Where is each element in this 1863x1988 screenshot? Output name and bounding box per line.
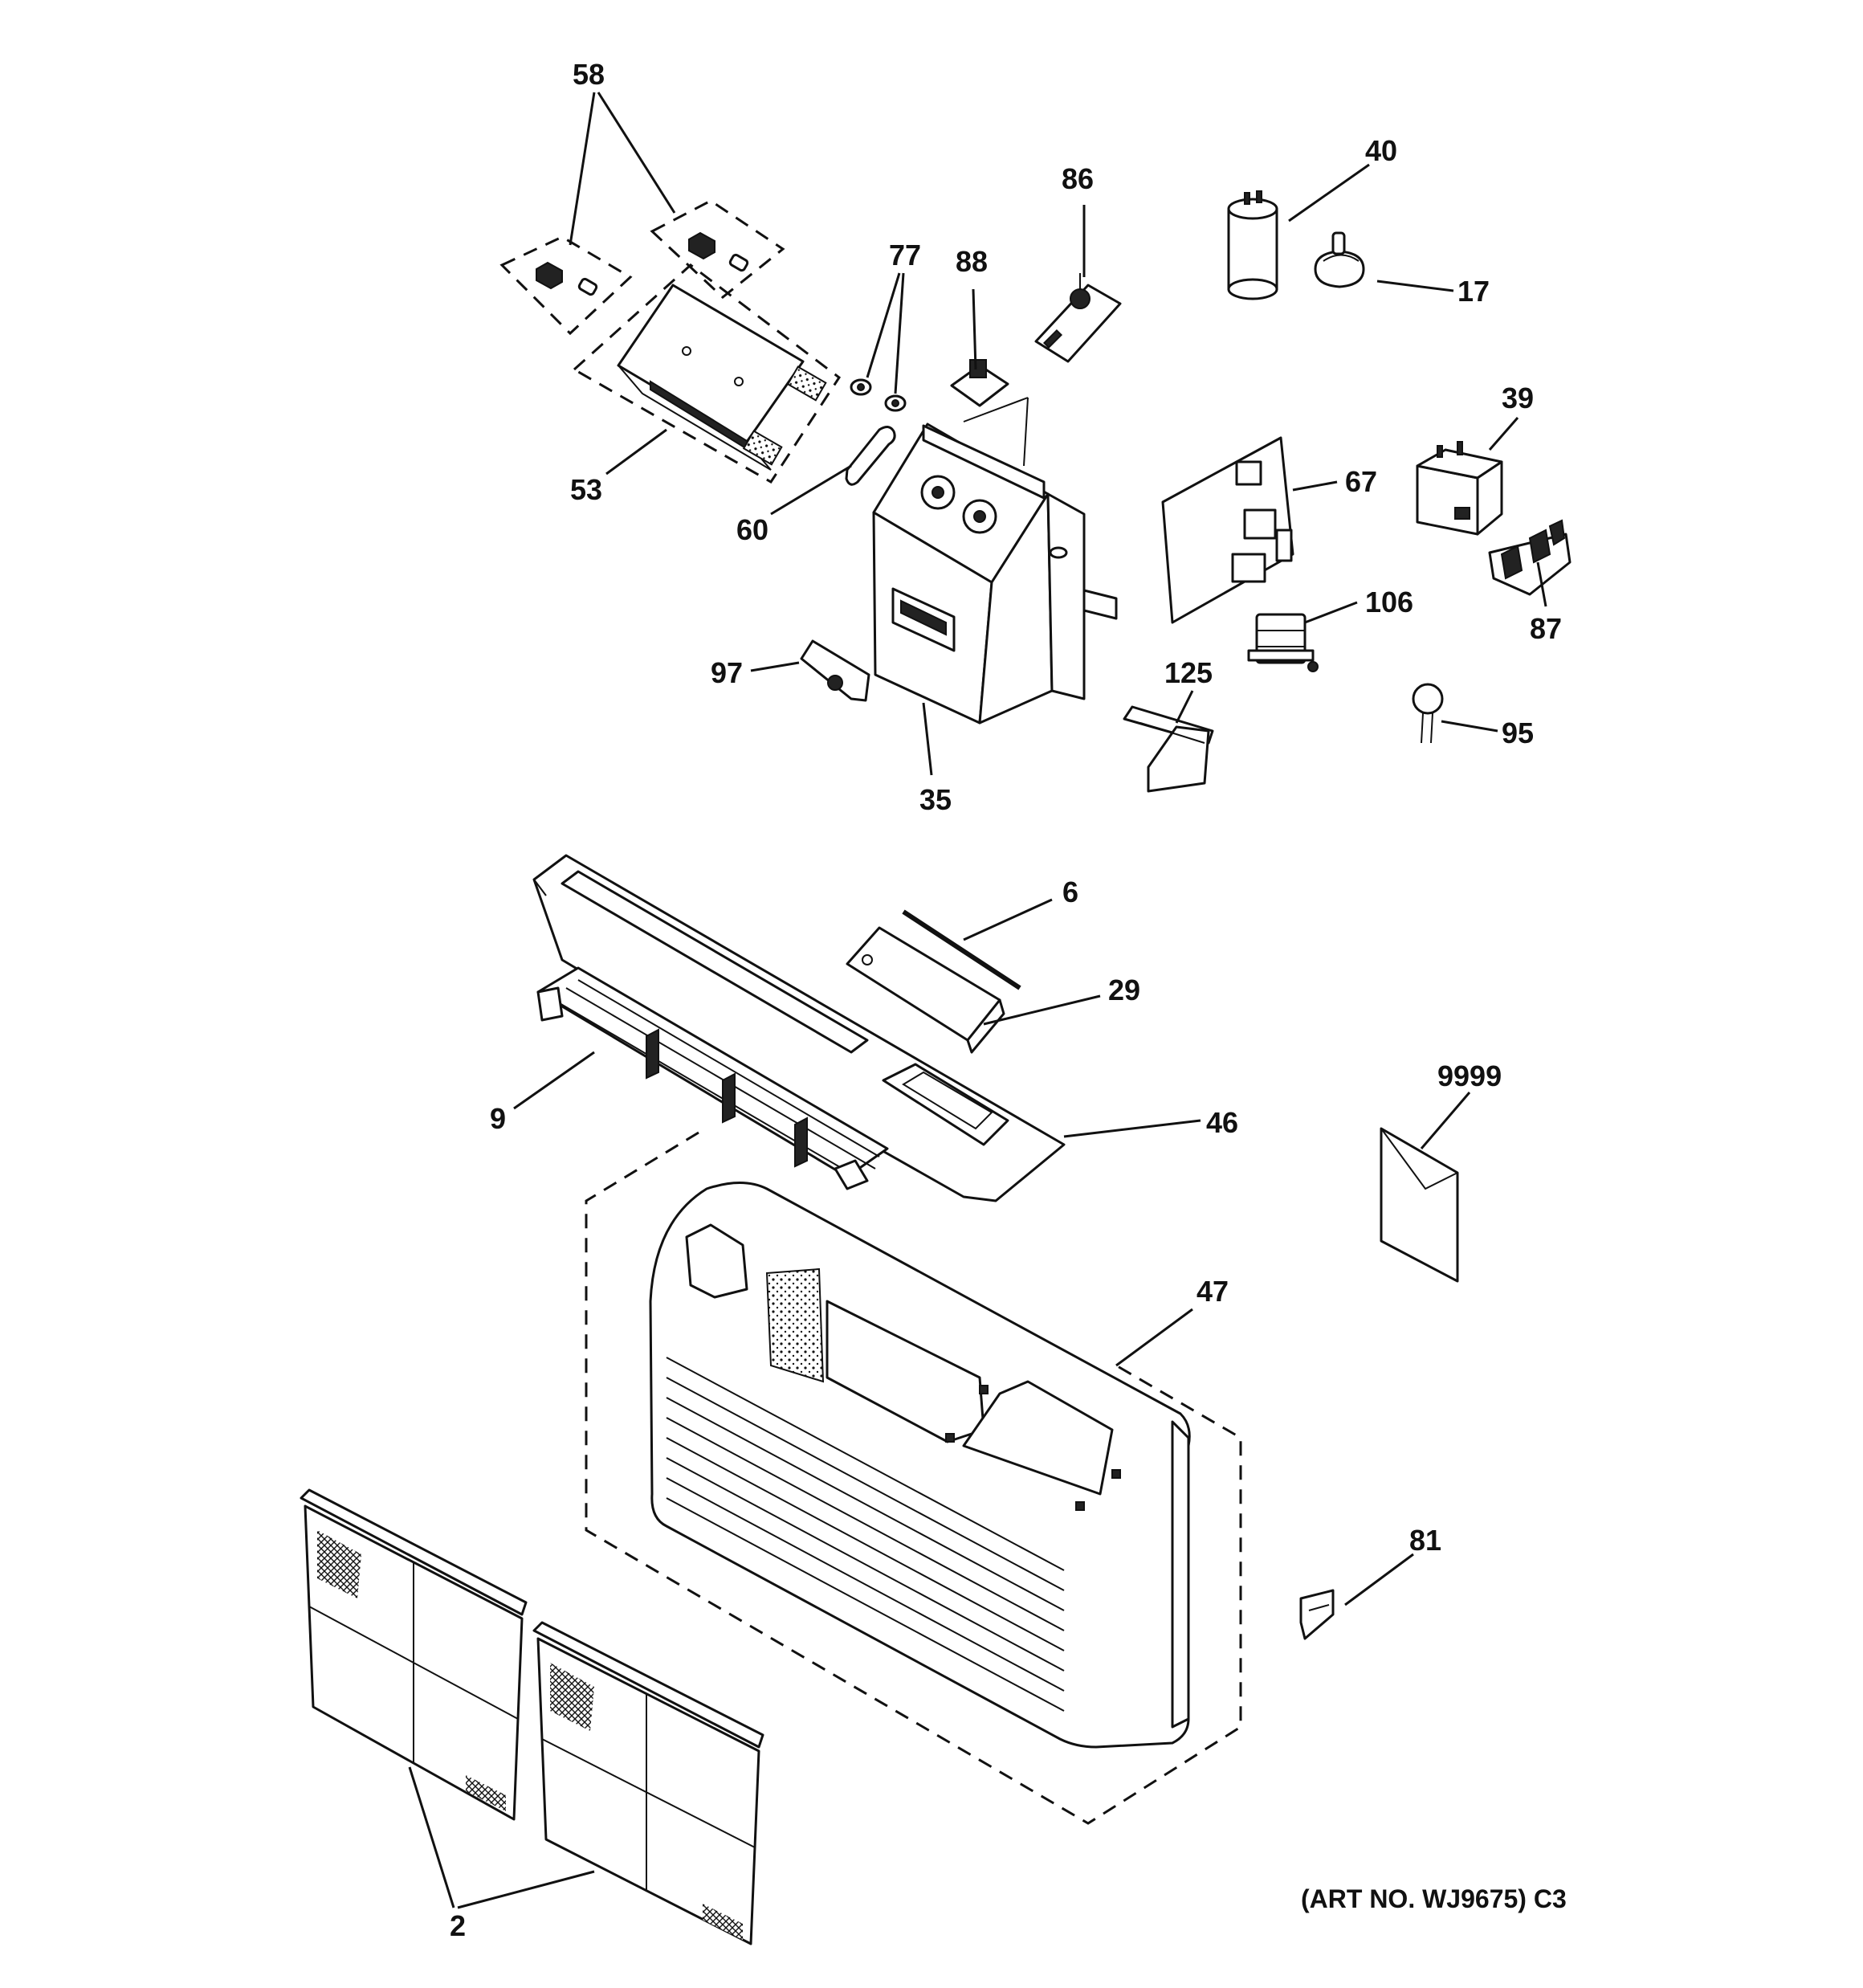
callout-47: 47	[1196, 1275, 1229, 1308]
leader-lines	[408, 92, 1547, 1909]
part-125-bracket	[1123, 705, 1214, 793]
part-39-relay	[1416, 441, 1503, 536]
part-35-control-box	[872, 397, 1118, 725]
callout-87: 87	[1530, 612, 1562, 645]
part-6-rod	[902, 909, 1021, 990]
callout-95: 95	[1502, 716, 1534, 749]
part-81-clip	[1299, 1589, 1335, 1640]
callout-77: 77	[889, 239, 921, 271]
callout-labels: 58 53 77 88 86 40 17 39 67 87 60 106 97 …	[450, 58, 1562, 1942]
part-87-terminal-block	[1488, 519, 1572, 596]
part-2-air-filter-right	[532, 1621, 764, 1945]
art-number: (ART NO. WJ9675) C3	[1301, 1884, 1567, 1913]
callout-67: 67	[1345, 465, 1377, 498]
callout-2: 2	[450, 1909, 466, 1942]
part-29-access-door	[846, 926, 1005, 1054]
part-40-capacitor	[1227, 190, 1278, 300]
callout-88: 88	[956, 245, 988, 278]
part-58-knob-kit	[499, 199, 785, 336]
callout-97: 97	[711, 656, 743, 689]
callout-39: 39	[1502, 382, 1534, 414]
callout-60: 60	[736, 513, 768, 546]
callout-58: 58	[573, 58, 605, 91]
part-77-knob-screws	[850, 378, 907, 412]
part-88-switch	[950, 359, 1009, 407]
callout-29: 29	[1108, 974, 1140, 1006]
part-47-front-cover	[585, 1131, 1242, 1825]
callout-9999: 9999	[1437, 1059, 1502, 1092]
callout-46: 46	[1206, 1106, 1238, 1139]
callout-125: 125	[1164, 656, 1213, 689]
callout-81: 81	[1409, 1524, 1441, 1557]
part-9-louver-grille	[536, 966, 889, 1190]
callout-9: 9	[490, 1102, 506, 1135]
callout-106: 106	[1365, 586, 1413, 618]
part-67-circuit-board	[1161, 436, 1294, 624]
callout-53: 53	[570, 473, 602, 506]
part-17-strap	[1314, 231, 1365, 288]
part-95-thermistor	[1412, 683, 1444, 744]
part-46-top-frame	[532, 854, 1066, 1202]
part-53-control-panel-assembly	[572, 263, 842, 484]
part-9999-literature	[1380, 1127, 1459, 1283]
callout-17: 17	[1457, 275, 1490, 308]
part-60-lever	[845, 426, 896, 486]
part-2-air-filter-left	[300, 1488, 528, 1821]
part-106-transformer	[1247, 613, 1319, 672]
callout-35: 35	[919, 783, 952, 816]
callout-6: 6	[1062, 876, 1078, 908]
callout-40: 40	[1365, 134, 1397, 167]
part-97-bracket	[800, 639, 870, 702]
callout-86: 86	[1062, 162, 1094, 195]
front-louvers	[666, 1357, 1065, 1712]
part-86-thermostat	[1034, 273, 1122, 363]
